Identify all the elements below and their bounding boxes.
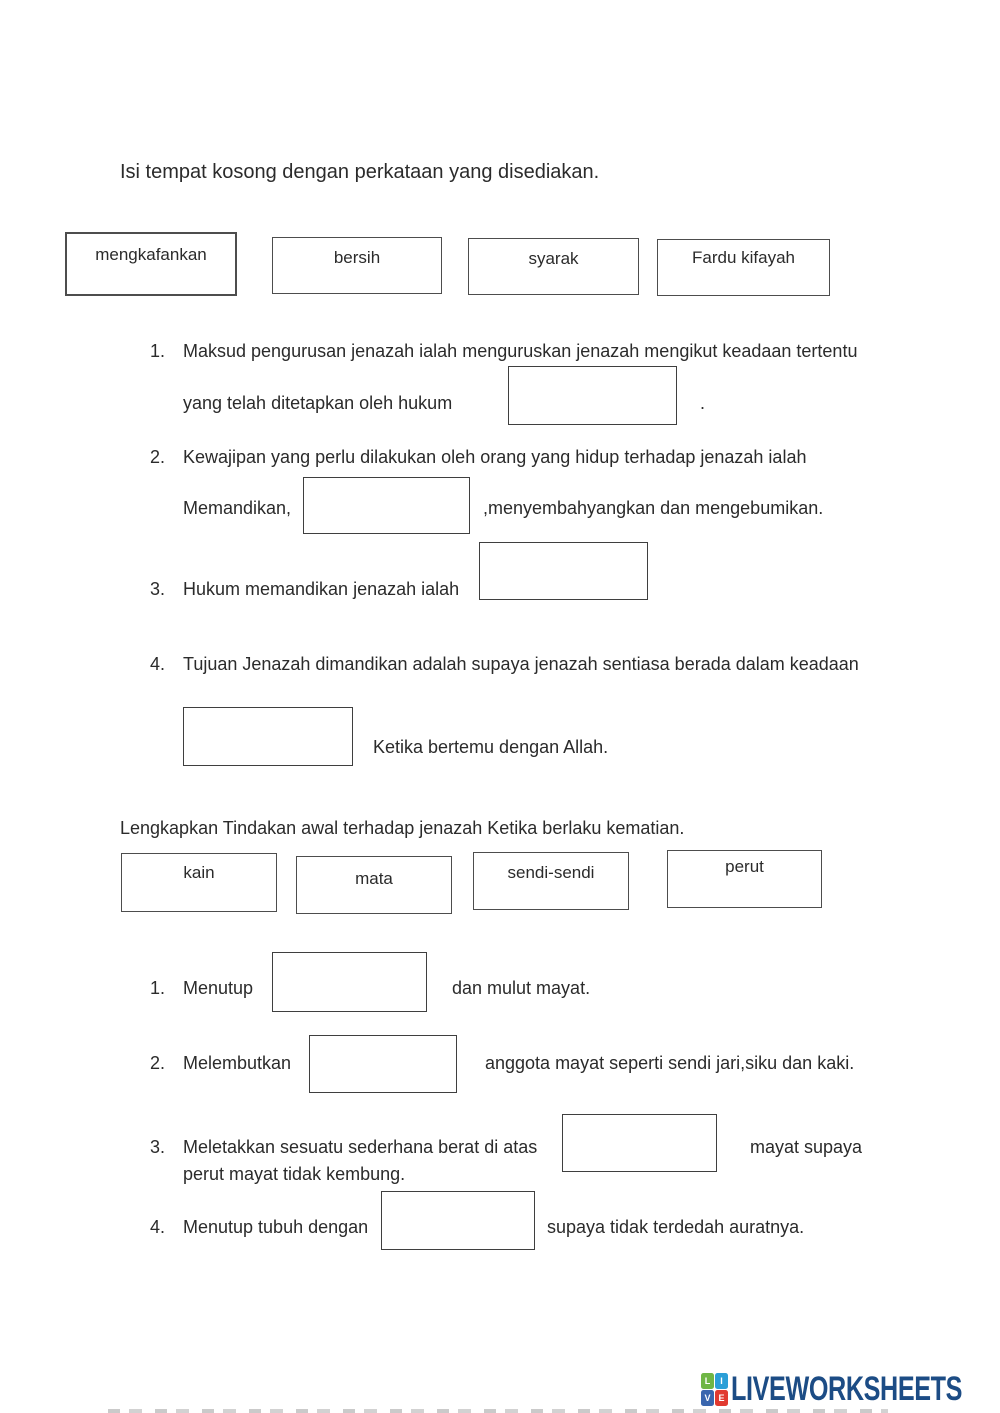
word-bank1-item-fardu-kifayah: Fardu kifayah [657, 239, 830, 296]
answer-blank-s2q2[interactable] [309, 1035, 457, 1093]
s2-q4-after: supaya tidak terdedah auratnya. [547, 1217, 805, 1237]
word-bank-label: bersih [333, 248, 381, 267]
logo-square-l: L [701, 1373, 714, 1389]
word-bank-label: kain [183, 863, 215, 882]
word-bank1-item-bersih: bersih [272, 237, 442, 294]
s1-q2-line2: Memandikan, [183, 498, 292, 518]
s2-q3-line2: perut mayat tidak kembung. [183, 1164, 406, 1184]
s1-q1-line2: yang telah ditetapkan oleh hukum [183, 393, 453, 413]
s2-q3-before: Meletakkan sesuatu sederhana berat di at… [183, 1137, 538, 1157]
s2-q1-number: 1. [150, 978, 166, 998]
s1-q4-number: 4. [150, 654, 166, 674]
logo-square-v: V [701, 1390, 714, 1406]
answer-blank-s1q4[interactable] [183, 707, 353, 766]
word-bank2-item-sendi-sendi: sendi-sendi [473, 852, 629, 910]
s2-q1-before: Menutup [183, 978, 254, 998]
word-bank-label: perut [725, 857, 764, 876]
word-bank2-item-perut: perut [667, 850, 822, 908]
answer-blank-s1q1[interactable] [508, 366, 677, 425]
s2-q3-after: mayat supaya [750, 1137, 863, 1157]
s2-q3-number: 3. [150, 1137, 166, 1157]
word-bank1-item-syarak: syarak [468, 238, 639, 295]
s1-q2-after: ,menyembahyangkan dan mengebumikan. [483, 498, 824, 518]
answer-blank-s2q1[interactable] [272, 952, 427, 1012]
s1-q3-text: Hukum memandikan jenazah ialah [183, 579, 460, 599]
word-bank-label: syarak [528, 249, 579, 268]
word-bank-label: Fardu kifayah [692, 248, 795, 267]
s1-q1-number: 1. [150, 341, 166, 361]
word-bank-label: mata [355, 869, 393, 888]
s2-q2-before: Melembutkan [183, 1053, 292, 1073]
word-bank2-item-kain: kain [121, 853, 277, 912]
s1-q3-number: 3. [150, 579, 166, 599]
word-bank2-item-mata: mata [296, 856, 452, 914]
answer-blank-s2q3[interactable] [562, 1114, 717, 1172]
liveworksheets-wordmark: LIVEWORKSHEETS [731, 1370, 963, 1408]
s1-q1-line1: Maksud pengurusan jenazah ialah mengurus… [183, 341, 858, 361]
answer-blank-s1q3[interactable] [479, 542, 648, 600]
s1-q2-number: 2. [150, 447, 166, 467]
section2-instruction: Lengkapkan Tindakan awal terhadap jenaza… [120, 818, 685, 838]
s2-q1-after: dan mulut mayat. [452, 978, 591, 998]
s2-q2-after: anggota mayat seperti sendi jari,siku da… [485, 1053, 855, 1073]
section1-instruction: Isi tempat kosong dengan perkataan yang … [120, 161, 600, 183]
logo-square-e: E [715, 1390, 728, 1406]
cutoff-next-line-strip [108, 1409, 888, 1413]
answer-blank-s1q2[interactable] [303, 477, 470, 534]
s1-q4-line1: Tujuan Jenazah dimandikan adalah supaya … [183, 654, 859, 674]
word-bank-label: sendi-sendi [507, 863, 595, 882]
logo-square-i: I [715, 1373, 728, 1389]
answer-blank-s2q4[interactable] [381, 1191, 535, 1250]
liveworksheets-logo-link[interactable]: L I V E LIVEWORKSHEETS [701, 1370, 1000, 1408]
liveworksheets-logo-icon: L I V E [701, 1373, 728, 1406]
word-bank1-item-mengkafankan: mengkafankan [65, 232, 237, 296]
s2-q4-before: Menutup tubuh dengan [183, 1217, 369, 1237]
word-bank-label: mengkafankan [95, 245, 207, 264]
s2-q4-number: 4. [150, 1217, 166, 1237]
s1-q2-line1: Kewajipan yang perlu dilakukan oleh oran… [183, 447, 807, 467]
s1-q1-period: . [700, 393, 706, 413]
s1-q4-after: Ketika bertemu dengan Allah. [373, 737, 609, 757]
s2-q2-number: 2. [150, 1053, 166, 1073]
